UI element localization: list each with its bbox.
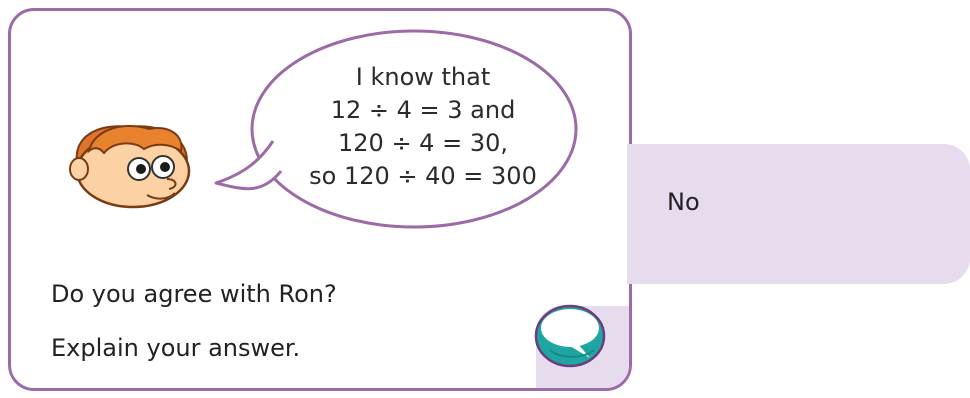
speech-bubble-text: I know that 12 ÷ 4 = 3 and 120 ÷ 4 = 30,… [273,61,573,193]
answer-text: No [667,188,700,216]
boy-face-icon [69,125,191,209]
answer-panel: No [627,144,970,284]
question-text: Do you agree with Ron? [51,280,337,308]
instruction-text: Explain your answer. [51,334,301,362]
speech-line-1: I know that [355,63,491,91]
question-card: I know that 12 ÷ 4 = 3 and 120 ÷ 4 = 30,… [8,8,632,391]
speech-bubble-shape [214,29,578,229]
speech-bubble-icon[interactable] [530,300,610,372]
speech-line-2: 12 ÷ 4 = 3 and [330,96,516,124]
speech-line-3: 120 ÷ 4 = 30, [338,129,508,157]
speech-line-4: so 120 ÷ 40 = 300 [309,162,537,190]
